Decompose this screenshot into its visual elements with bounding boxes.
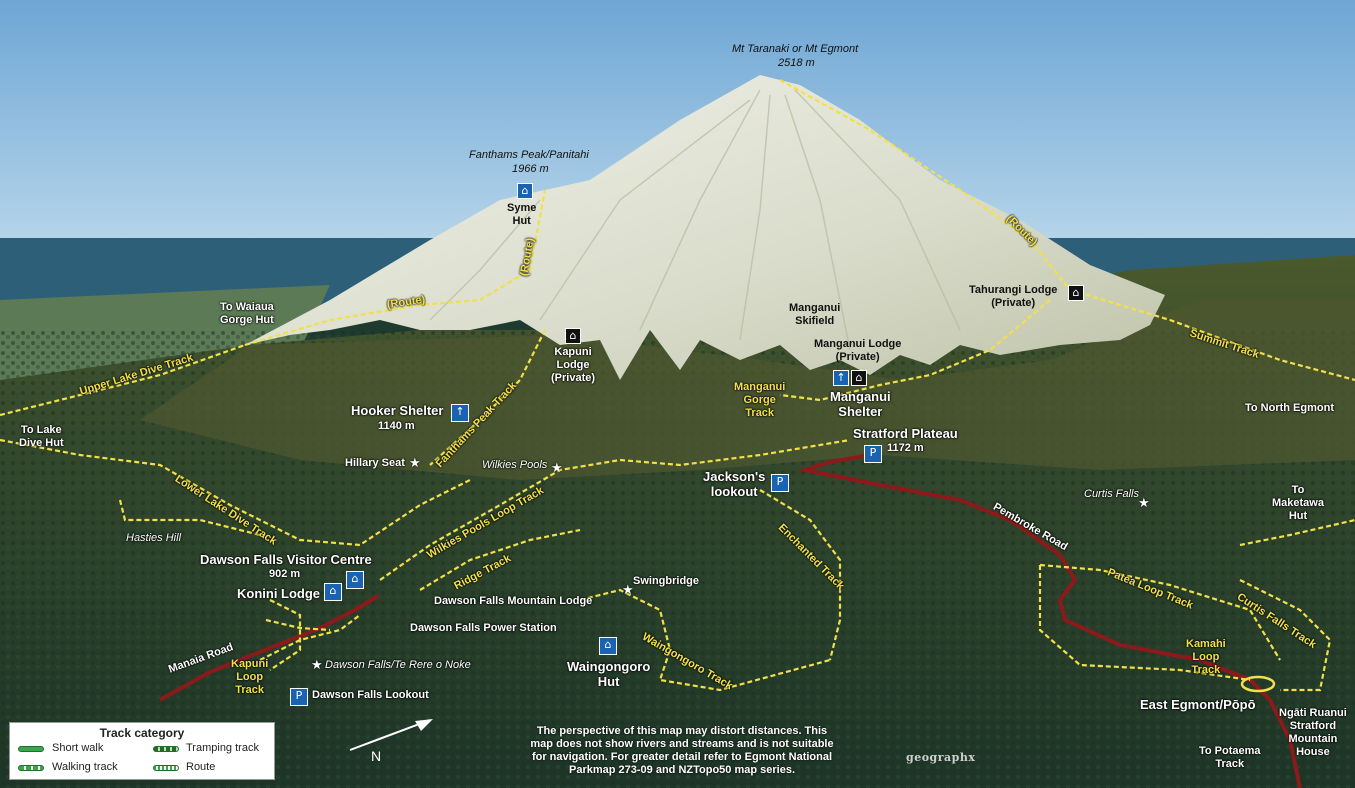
stratford-plateau-height: 1172 m xyxy=(887,442,924,454)
ngati-ruanui-label: Ngāti Ruanui Stratford Mountain House xyxy=(1279,707,1347,758)
wilkies-pools-label: Wilkies Pools xyxy=(482,459,548,471)
carpark-icon[interactable]: P xyxy=(864,445,882,463)
legend-item: Route xyxy=(186,761,216,773)
dawson-visitor-height: 902 m xyxy=(269,568,301,580)
north-arrow-icon xyxy=(349,719,433,751)
east-egmont-label: East Egmont/Pōpō xyxy=(1140,697,1256,712)
viewpoint-star-icon: ★ xyxy=(551,461,563,476)
viewpoint-star-icon: ★ xyxy=(622,583,634,598)
to-potaema-track[interactable]: To Potaema Track xyxy=(1199,745,1261,770)
kapuni-loop-track xyxy=(265,618,331,632)
hut-icon[interactable]: ⌂ xyxy=(599,637,617,655)
fanthams-height: 1966 m xyxy=(512,163,549,175)
jacksons-lookout-label: Jackson's lookout xyxy=(703,469,766,499)
viewpoint-star-icon: ★ xyxy=(1138,496,1150,511)
north-label: N xyxy=(371,748,382,764)
upper-lake-dive-track xyxy=(0,343,246,417)
enchanted-track xyxy=(759,489,842,661)
hasties-hill-label: Hasties Hill xyxy=(126,532,182,544)
viewpoint-star-icon: ★ xyxy=(409,456,421,471)
walking-track-swatch xyxy=(18,765,44,771)
lodge-icon[interactable]: ⌂ xyxy=(1068,285,1084,301)
lookout-icon[interactable]: P xyxy=(290,688,308,706)
curtis-falls-label: Curtis Falls xyxy=(1084,488,1140,500)
manaia-road xyxy=(159,594,380,702)
legend-item: Walking track xyxy=(52,761,118,773)
waingongoro-track xyxy=(579,588,831,692)
wilkies-pools-loop-track xyxy=(379,438,851,581)
legend-item: Short walk xyxy=(52,742,104,754)
to-waiaua-gorge-hut[interactable]: To Waiaua Gorge Hut xyxy=(220,301,274,326)
syme-hut-label: Syme Hut xyxy=(507,202,537,227)
hooker-shelter-label: Hooker Shelter xyxy=(351,403,444,418)
legend-title: Track category xyxy=(99,726,185,740)
dawson-power-station-label: Dawson Falls Power Station xyxy=(410,622,557,634)
summit-height: 2518 m xyxy=(778,57,815,69)
lodge-icon[interactable]: ⌂ xyxy=(851,370,867,386)
shelter-icon[interactable]: ↑ xyxy=(451,404,469,422)
hillary-seat-label: Hillary Seat xyxy=(345,457,405,469)
fanthams-name: Fanthams Peak/Panitahi xyxy=(469,149,589,161)
swingbridge-label: Swingbridge xyxy=(633,575,699,587)
kapuni-loop-track-label: Kapuni Loop Track xyxy=(231,658,269,696)
manganui-skifield-label: Manganui Skifield xyxy=(789,302,841,327)
kapuni-lodge-label: Kapuni Lodge (Private) xyxy=(551,346,596,384)
hut-icon[interactable]: ⌂ xyxy=(517,183,533,199)
viewpoint-star-icon: ★ xyxy=(311,658,323,673)
map-disclaimer: The perspective of this map may distort … xyxy=(530,725,834,776)
legend-item: Tramping track xyxy=(186,742,259,754)
tramping-track-swatch xyxy=(153,746,179,752)
dawson-falls-label: Dawson Falls/Te Rere o Noke xyxy=(325,659,471,671)
dawson-falls-lookout-label: Dawson Falls Lookout xyxy=(312,689,429,701)
snowy-mountain xyxy=(245,75,1165,380)
manganui-shelter-label: Manganui Shelter xyxy=(830,389,891,419)
stratford-plateau-label: Stratford Plateau xyxy=(853,426,958,441)
to-maketawa-hut[interactable]: To Maketawa Hut xyxy=(1272,484,1324,522)
kamahi-loop xyxy=(1240,675,1276,693)
curtis-falls-track xyxy=(1239,579,1332,692)
dawson-mountain-lodge-label: Dawson Falls Mountain Lodge xyxy=(434,595,593,607)
ridge-track xyxy=(419,528,581,591)
manganui-gorge-track-label: Manganui Gorge Track xyxy=(734,381,786,419)
dawson-visitor-centre-label: Dawson Falls Visitor Centre xyxy=(200,552,372,567)
shelter-icon[interactable]: ↑ xyxy=(833,370,849,386)
visitor-centre-icon[interactable]: ⌂ xyxy=(346,571,364,589)
patea-loop-track xyxy=(1039,563,1281,661)
lodge-icon[interactable]: ⌂ xyxy=(565,328,581,344)
brand-logo: geographx xyxy=(906,751,976,764)
summit-name: Mt Taranaki or Mt Egmont xyxy=(732,43,859,55)
fanthams-peak-track xyxy=(429,329,546,466)
kamahi-loop-track-label: Kamahi Loop Track xyxy=(1186,638,1226,676)
manganui-lodge-label: Manganui Lodge (Private) xyxy=(814,338,902,363)
short-walk-swatch xyxy=(18,746,44,752)
summit-track xyxy=(1069,288,1355,382)
hooker-shelter-height: 1140 m xyxy=(378,420,415,432)
hut-icon[interactable]: ⌂ xyxy=(324,583,342,601)
lookout-icon[interactable]: P xyxy=(771,474,789,492)
route-swatch xyxy=(153,765,179,771)
konini-lodge-label: Konini Lodge xyxy=(237,586,321,601)
tahurangi-lodge-label: Tahurangi Lodge (Private) xyxy=(969,284,1058,309)
track-category-legend: Track category Short walk Tramping track… xyxy=(9,722,275,780)
to-lake-dive-hut[interactable]: To Lake Dive Hut xyxy=(19,424,64,449)
waingongoro-hut-label: Waingongoro Hut xyxy=(567,659,651,689)
to-north-egmont[interactable]: To North Egmont xyxy=(1245,402,1334,414)
